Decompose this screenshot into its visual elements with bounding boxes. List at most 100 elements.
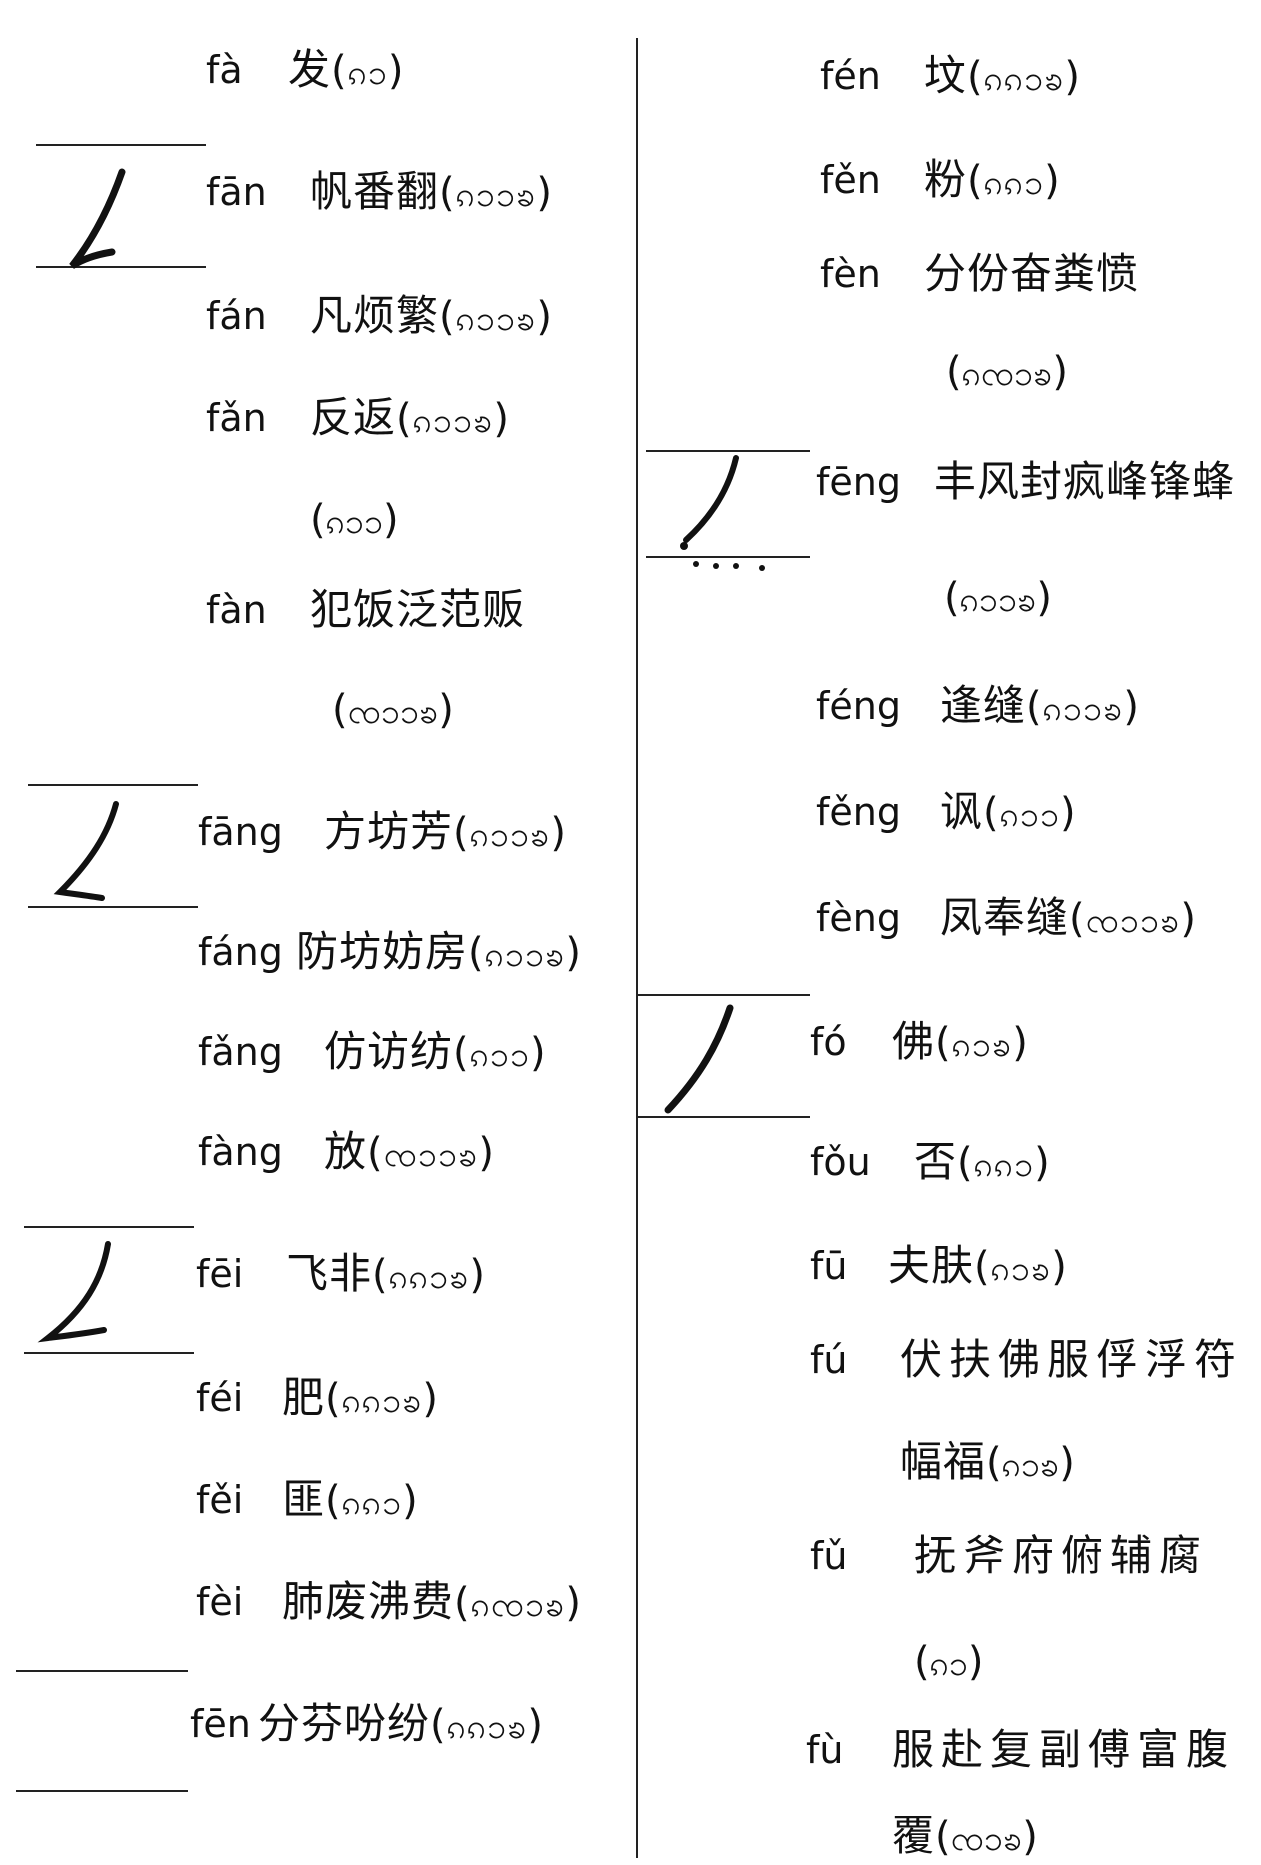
pinyin: fāng xyxy=(198,810,283,854)
pinyin: fǒu xyxy=(810,1140,871,1184)
hanzi: 帆番翻(ၵၥၥၶ) xyxy=(310,167,553,216)
hanzi: 抚斧府俯辅腐 xyxy=(914,1531,1209,1580)
guide-line-bottom xyxy=(16,1790,188,1792)
column-divider xyxy=(636,38,638,1858)
pinyin: fú xyxy=(810,1338,848,1382)
pinyin: fà xyxy=(206,48,243,92)
hanzi: 肺废沸费(ၵၸၥၶ) xyxy=(282,1577,582,1626)
dai-script: ၵၵၥ xyxy=(973,1145,1035,1185)
guide-line-top xyxy=(28,784,198,786)
pinyin: féi xyxy=(196,1376,244,1420)
hanzi: 防坊妨房(ၵၥၥၶ) xyxy=(296,927,582,976)
guide-line-top xyxy=(24,1226,194,1228)
pinyin: fěi xyxy=(196,1478,244,1522)
guide-line-bottom xyxy=(24,1352,194,1354)
hanzi: 覆 xyxy=(892,1811,936,1860)
pinyin: fán xyxy=(206,294,267,338)
dai-script: ၵၥၶ xyxy=(990,1249,1052,1289)
dai-script: ၸၥၥၶ xyxy=(347,692,439,732)
fall-tone-stroke-icon xyxy=(60,168,140,278)
dai-script: ၸၥၥၶ xyxy=(1085,901,1181,941)
pinyin: fēn xyxy=(190,1702,251,1746)
rising-tone-stroke-icon xyxy=(660,1004,740,1114)
guide-line-top xyxy=(638,994,810,996)
dai-script: ၵၸၥၶ xyxy=(470,1585,566,1625)
guide-line-top xyxy=(646,450,810,452)
entry-fan4-continuation: (ၸၥၥၶ) xyxy=(332,687,454,733)
hanzi: 服赴复副傅富腹 xyxy=(892,1725,1236,1774)
pinyin: fēi xyxy=(196,1252,244,1296)
pinyin: fèn xyxy=(820,252,881,296)
hanzi: 仿访纺(ၵၥၥ) xyxy=(324,1027,547,1076)
entry-feng1-continuation: (ၵၥၥၶ) xyxy=(944,575,1052,621)
hanzi: 夫肤(ၵၥၶ) xyxy=(888,1241,1068,1290)
guide-line-bottom xyxy=(646,556,810,558)
dai-script: ၵၥ xyxy=(347,53,388,93)
hanzi: 匪(ၵၵၥ) xyxy=(282,1475,419,1524)
dai-script: ၵၵၥ xyxy=(983,163,1045,203)
guide-line-bottom xyxy=(28,906,198,908)
dai-script: ၵၥ xyxy=(929,1644,968,1684)
hanzi: 粉(ၵၵၥ) xyxy=(924,155,1061,204)
guide-line-bottom xyxy=(36,266,206,268)
dotted-tone-stroke-icon xyxy=(670,455,790,576)
hanzi: 犯饭泛范贩 xyxy=(310,585,526,634)
pinyin: fǎn xyxy=(206,396,267,440)
hanzi: 分份奋粪愤 xyxy=(924,249,1140,298)
pinyin: fān xyxy=(206,170,267,214)
pinyin: fēng xyxy=(816,460,901,504)
dai-script: ၵၥၶ xyxy=(1001,1445,1060,1485)
entry-fen4-continuation: (ၵၸၥၶ) xyxy=(946,349,1068,395)
hanzi: 放(ၸၥၥၶ) xyxy=(324,1127,495,1176)
dai-script: ၵၥၥ xyxy=(325,502,384,542)
pinyin: fàn xyxy=(206,588,267,632)
pinyin: féng xyxy=(816,684,901,728)
dai-script: ၸၥၶ xyxy=(950,1819,1023,1859)
dai-script: ၵၵၥၶ xyxy=(341,1381,423,1421)
hanzi: 佛(ၵၥၶ) xyxy=(892,1017,1029,1066)
dai-script: ၵၥၥၶ xyxy=(959,580,1037,620)
hanzi: 凡烦繁(ၵၥၥၶ) xyxy=(310,291,553,340)
hanzi: 逢缝(ၵၥၥၶ) xyxy=(940,681,1140,730)
pinyin: fàng xyxy=(198,1130,283,1174)
dai-script: ၵၥၥၶ xyxy=(469,815,551,855)
hanzi: 坟(ၵၵၥၶ) xyxy=(924,51,1081,100)
hanzi: 飞非(ၵၵၥၶ) xyxy=(286,1249,486,1298)
pinyin: fěng xyxy=(816,790,901,834)
pinyin: fó xyxy=(810,1020,847,1064)
entry-fu4-continuation: 覆(ၸၥၶ) xyxy=(892,1811,1038,1860)
guide-line-top xyxy=(16,1670,188,1672)
entry-fan3-continuation: (ၵၥၥ) xyxy=(310,497,399,543)
hanzi: 否(ၵၵၥ) xyxy=(914,1137,1051,1186)
guide-line-bottom xyxy=(638,1116,810,1118)
hanzi: 肥(ၵၵၥၶ) xyxy=(282,1373,439,1422)
dai-script: ၵၥၥၶ xyxy=(455,175,537,215)
dai-script: ၵၥၥၶ xyxy=(484,935,566,975)
dai-script: ၵၥၥ xyxy=(999,795,1061,835)
dai-script: ၵၥၥၶ xyxy=(1042,689,1124,729)
pinyin: fèng xyxy=(816,896,901,940)
hanzi: 分芬吩纷(ၵၵၥၶ) xyxy=(258,1699,544,1748)
level-tone-stroke-icon xyxy=(50,800,130,910)
hanzi: 凤奉缝(ၸၥၥၶ) xyxy=(940,893,1197,942)
hanzi: 反返(ၵၥၥၶ) xyxy=(310,393,510,442)
hanzi: 方坊芳(ၵၥၥၶ) xyxy=(324,807,567,856)
hanzi: 发(ၵၥ) xyxy=(288,45,405,94)
hanzi: 丰风封疯峰锋蜂 xyxy=(934,457,1236,506)
pinyin: fèi xyxy=(196,1580,244,1624)
hanzi: 幅福 xyxy=(900,1437,987,1486)
dai-script: ၵၵၥၶ xyxy=(388,1257,470,1297)
pinyin: fén xyxy=(820,54,881,98)
pinyin: fǔ xyxy=(810,1534,848,1578)
pinyin: fū xyxy=(810,1244,848,1288)
dai-script: ၵၸၥၶ xyxy=(961,354,1053,394)
pinyin: fǎng xyxy=(198,1030,283,1074)
pinyin: fěn xyxy=(820,158,881,202)
rising-tone-stroke-icon xyxy=(37,1240,122,1350)
pinyin: fù xyxy=(806,1728,844,1772)
dai-script: ၵၥၥၶ xyxy=(412,401,494,441)
hanzi: 讽(ၵၥၥ) xyxy=(940,787,1077,836)
dai-script: ၵၵၥ xyxy=(341,1483,403,1523)
dai-script: ၵၵၥၶ xyxy=(446,1707,528,1747)
